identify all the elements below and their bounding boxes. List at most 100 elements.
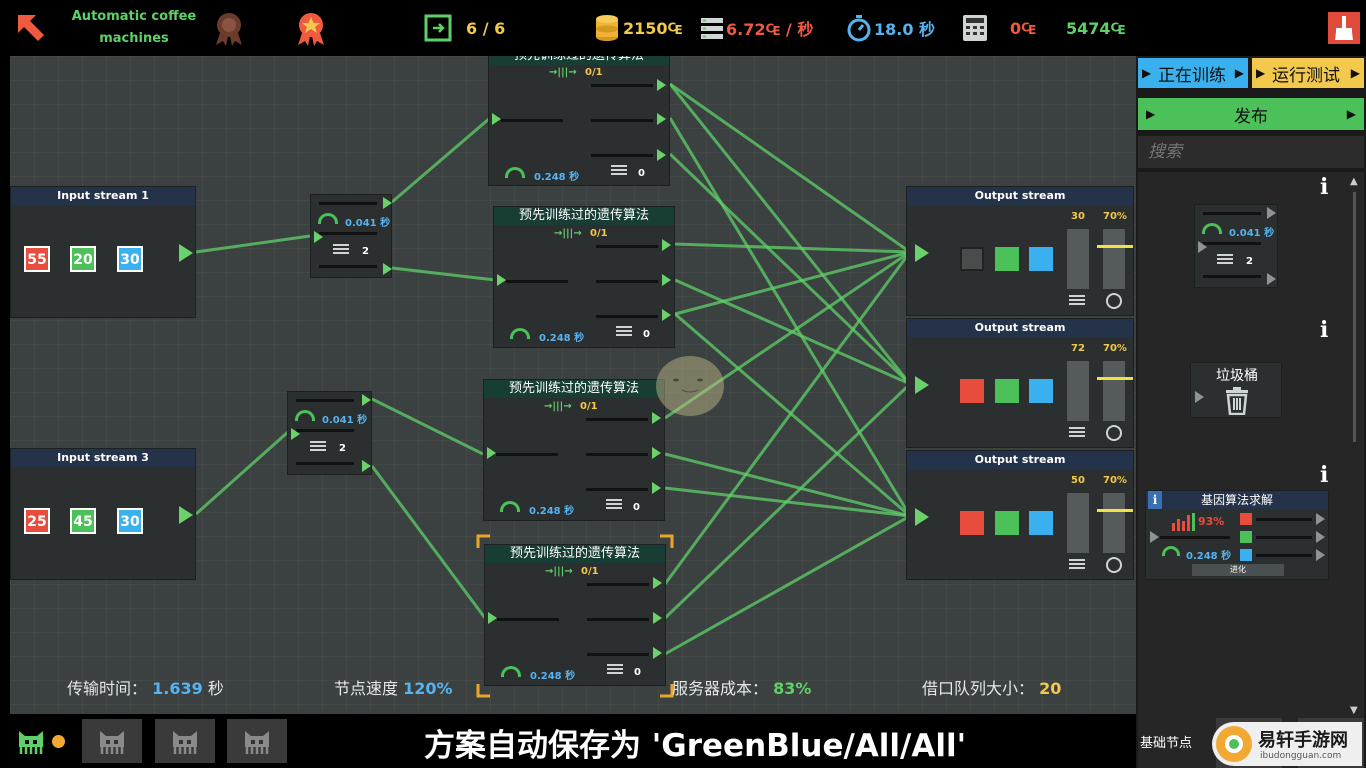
transfer-time-value: 1.639 xyxy=(152,679,203,698)
speed-gauge-icon xyxy=(510,328,530,339)
output-port[interactable] xyxy=(383,197,392,209)
evolve-button[interactable]: 进化 xyxy=(1192,564,1284,576)
input-stream-3-node[interactable]: Input stream 3 25 45 30 xyxy=(10,448,196,580)
slot-bar xyxy=(319,265,377,268)
output-port[interactable] xyxy=(652,412,661,424)
output-port[interactable] xyxy=(179,506,193,524)
input-port[interactable] xyxy=(487,447,496,459)
accuracy-value: 70% xyxy=(1103,475,1127,486)
scroll-up-icon[interactable]: ▲ xyxy=(1350,176,1358,187)
output-port[interactable] xyxy=(362,394,371,406)
clear-icon[interactable] xyxy=(1328,0,1360,56)
output-port[interactable] xyxy=(653,612,662,624)
info-icon[interactable]: i xyxy=(1320,317,1329,343)
node-library: ▲ ▼ i 0.041 秒 2 i 垃圾桶 i i 基因算法求解 xyxy=(1138,172,1364,768)
output-port[interactable] xyxy=(657,149,666,161)
io-icon: →|||→ xyxy=(545,566,573,577)
queue-stack-icon xyxy=(310,441,326,453)
input-port[interactable] xyxy=(497,274,506,286)
info-icon[interactable]: i xyxy=(1320,462,1329,488)
genetic-algorithm-node-top[interactable]: 预先训练过的遗传算法 →|||→ 0/1 0.248 秒 0 xyxy=(488,56,670,186)
back-arrow-icon[interactable] xyxy=(14,0,50,56)
active-agent-slot[interactable] xyxy=(10,719,54,763)
input-port[interactable] xyxy=(915,376,929,394)
output-port[interactable] xyxy=(362,460,371,472)
agent-slot[interactable] xyxy=(227,719,287,763)
output-port[interactable] xyxy=(657,113,666,125)
info-icon[interactable]: i xyxy=(1320,174,1329,200)
blue-swatch xyxy=(1240,549,1252,561)
input-stream-1-node[interactable]: Input stream 1 55 20 30 xyxy=(10,186,196,318)
io-icon: →|||→ xyxy=(554,228,582,239)
queue-count: 0 xyxy=(643,329,650,340)
trash-label: 垃圾桶 xyxy=(1216,368,1258,384)
search-input[interactable] xyxy=(1138,136,1364,168)
slot-bar xyxy=(596,315,658,318)
output-port[interactable] xyxy=(653,647,662,659)
publish-button[interactable]: ▶ 发布 ▶ xyxy=(1138,98,1364,130)
splitter-node-a[interactable]: 0.041 秒 2 xyxy=(310,194,392,278)
output-port xyxy=(1316,513,1325,525)
input-port[interactable] xyxy=(488,612,497,624)
input-port[interactable] xyxy=(492,113,501,125)
output-stream-2-node[interactable]: Output stream 72 70% xyxy=(906,318,1134,448)
input-port[interactable] xyxy=(291,428,300,440)
blue-swatch xyxy=(1029,511,1053,535)
training-label: 正在训练 xyxy=(1158,65,1226,86)
gray-cat-icon xyxy=(173,731,197,754)
scroll-down-icon[interactable]: ▼ xyxy=(1350,705,1358,716)
trash-icon xyxy=(1226,387,1248,415)
library-splitter-node[interactable]: 0.041 秒 2 xyxy=(1194,204,1278,288)
output-port[interactable] xyxy=(652,447,661,459)
genetic-algorithm-node-1[interactable]: 预先训练过的遗传算法 →|||→ 0/1 0.248 秒 0 xyxy=(493,206,675,348)
target-icon xyxy=(1106,293,1122,309)
scrollbar-thumb[interactable] xyxy=(1353,192,1356,442)
queue-count: 2 xyxy=(1246,256,1253,267)
accuracy-target-line xyxy=(1097,245,1133,248)
library-scrollbar[interactable]: ▲ ▼ xyxy=(1350,176,1360,716)
agent-slot[interactable] xyxy=(82,719,142,763)
bronze-medal-icon xyxy=(212,0,252,56)
training-button[interactable]: ▶ 正在训练 ▶ xyxy=(1138,58,1248,88)
output-stream-1-node[interactable]: Output stream 30 70% xyxy=(906,186,1134,316)
processed-count: 72 xyxy=(1071,343,1085,354)
output-port[interactable] xyxy=(657,79,666,91)
ratio-value: 0/1 xyxy=(581,566,599,577)
output-port[interactable] xyxy=(662,309,671,321)
layers-icon xyxy=(1069,295,1085,307)
output-port[interactable] xyxy=(179,244,193,262)
output-port[interactable] xyxy=(652,482,661,494)
output-port[interactable] xyxy=(662,274,671,286)
solver-title: 基因算法求解 xyxy=(1200,493,1273,507)
watermark: 易轩手游网 ibudongguan.com xyxy=(1212,722,1362,766)
server-cost-value: 83% xyxy=(773,679,812,698)
library-genetic-solver-node[interactable]: i 基因算法求解 93% 0.248 秒 进化 xyxy=(1145,490,1329,580)
output-stream-3-node[interactable]: Output stream 50 70% xyxy=(906,450,1134,580)
info-icon[interactable]: i xyxy=(1148,491,1162,509)
run-test-button[interactable]: ▶ 运行测试 ▶ xyxy=(1252,58,1364,88)
input-port[interactable] xyxy=(915,508,929,526)
input-port[interactable] xyxy=(915,244,929,262)
selection-brackets xyxy=(476,534,674,698)
genetic-algorithm-node-2[interactable]: 预先训练过的遗传算法 →|||→ 0/1 0.248 秒 0 xyxy=(483,379,665,521)
gold-medal-icon xyxy=(294,0,334,56)
slot-bar xyxy=(587,653,649,656)
publish-label: 发布 xyxy=(1234,106,1268,127)
output-port xyxy=(1267,273,1276,285)
speed-value: 0.248 秒 xyxy=(530,671,576,682)
play-icon: ▶ xyxy=(1142,66,1152,80)
bottom-bar: 方案自动保存为 'GreenBlue/All/All' xyxy=(0,714,1136,768)
agent-slot[interactable] xyxy=(155,719,215,763)
layers-icon xyxy=(1069,427,1085,439)
library-trash-node[interactable]: 垃圾桶 xyxy=(1190,362,1282,418)
queue-count: 2 xyxy=(339,443,346,454)
genetic-algorithm-node-3[interactable]: 预先训练过的遗传算法 →|||→ 0/1 0.248 秒 0 xyxy=(484,544,666,686)
workspace-canvas[interactable]: Input stream 1 55 20 30 Input stream 3 2… xyxy=(10,56,1136,714)
fitness-bars-icon xyxy=(1172,513,1195,531)
output-port[interactable] xyxy=(662,239,671,251)
output-port[interactable] xyxy=(653,577,662,589)
output-port[interactable] xyxy=(383,263,392,275)
splitter-node-b[interactable]: 0.041 秒 2 xyxy=(287,391,372,475)
speed-gauge-icon xyxy=(1162,546,1180,556)
input-port[interactable] xyxy=(314,231,323,243)
